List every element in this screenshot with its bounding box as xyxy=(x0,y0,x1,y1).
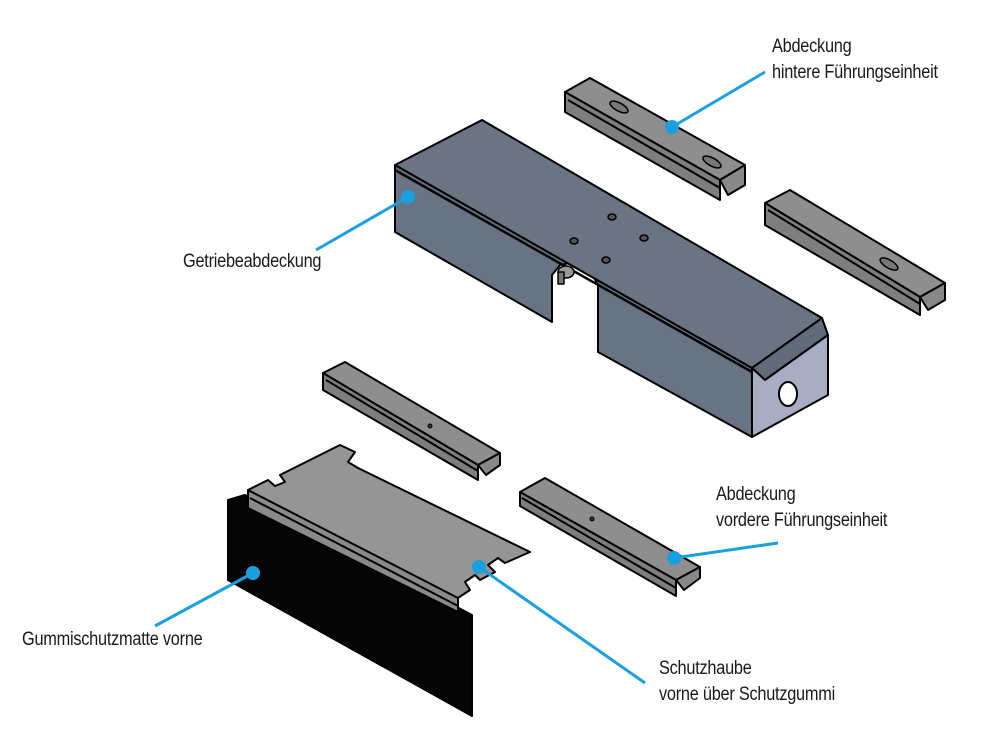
gear-cover-part xyxy=(394,119,829,438)
front-guide-rail-left xyxy=(322,361,501,481)
gear-cover-end-hole xyxy=(778,381,798,407)
callout-line: Abdeckung xyxy=(772,36,852,57)
callout-line: vordere Führungseinheit xyxy=(716,510,888,531)
callout-leader-protective-hood xyxy=(472,560,646,685)
callout-line: hintere Führungseinheit xyxy=(772,62,938,83)
callout-leader-front-guide-cover xyxy=(667,541,779,565)
rear-guide-rail-lower xyxy=(764,189,946,316)
callout-label-front-guide-cover: Abdeckung vordere Führungseinheit xyxy=(716,482,887,534)
latch-icon xyxy=(557,265,575,285)
callout-line: Getriebeabdeckung xyxy=(183,251,322,272)
protective-hood-part xyxy=(247,444,531,613)
mount-hole xyxy=(607,213,617,221)
callout-line: vorne über Schutzgummi xyxy=(659,684,835,705)
callout-leader-gear-cover xyxy=(315,190,415,252)
callout-label-protective-hood: Schutzhaube vorne über Schutzgummi xyxy=(659,656,835,708)
rear-guide-rail-upper xyxy=(564,77,746,201)
callout-leader-rubber-mat xyxy=(154,566,260,628)
callout-label-rubber-mat: Gummischutzmatte vorne xyxy=(22,627,203,653)
callout-label-rear-guide-cover: Abdeckung hintere Führungseinheit xyxy=(772,34,938,86)
callout-line: Schutzhaube xyxy=(659,658,752,679)
rubber-mat-part xyxy=(227,494,473,717)
mount-hole xyxy=(569,237,579,245)
callout-leader-rear-guide-cover xyxy=(665,70,766,134)
callout-label-gear-cover: Getriebeabdeckung xyxy=(183,249,322,275)
mount-hole xyxy=(639,234,649,242)
callout-line: Abdeckung xyxy=(716,484,796,505)
callout-line: Gummischutzmatte vorne xyxy=(22,629,203,650)
mount-hole xyxy=(601,256,611,264)
front-guide-rail-right xyxy=(519,477,701,597)
